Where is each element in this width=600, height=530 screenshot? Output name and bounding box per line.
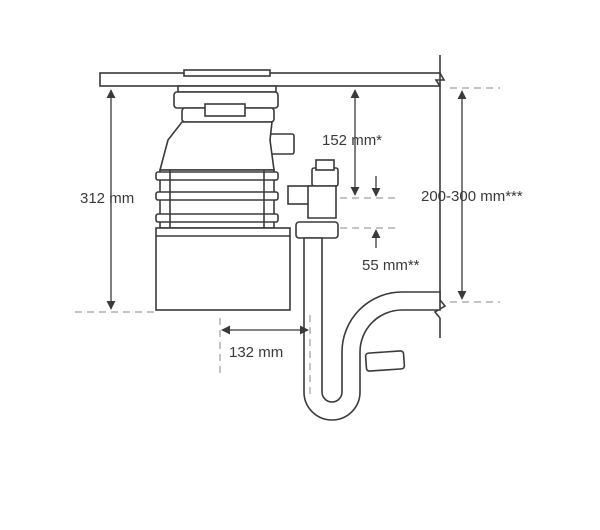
label-sink-to-trap: 200-300 mm*** bbox=[421, 188, 523, 205]
label-center-to-drain: 132 mm bbox=[229, 344, 283, 361]
label-sink-to-inlet: 152 mm* bbox=[322, 132, 382, 149]
countertop bbox=[99, 72, 446, 87]
centerlines bbox=[75, 87, 500, 395]
disposer-unit bbox=[155, 69, 295, 311]
label-unit-height: 312 mm bbox=[80, 190, 134, 207]
dimension-arrows bbox=[106, 89, 467, 335]
drain-pipe bbox=[287, 159, 441, 421]
label-inlet-to-outlet: 55 mm** bbox=[362, 257, 420, 274]
